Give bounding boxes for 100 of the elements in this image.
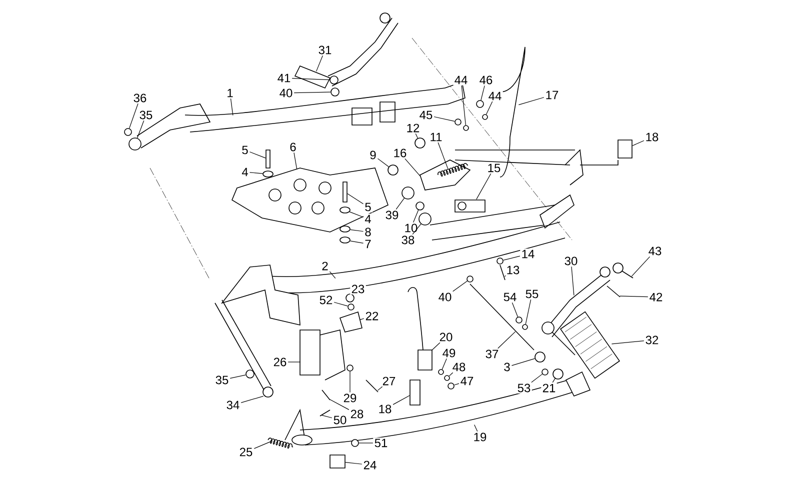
callout-number: 38	[400, 234, 416, 246]
callout-number: 22	[364, 310, 380, 322]
callout-number: 30	[563, 256, 579, 266]
leader-line	[350, 240, 364, 244]
washer	[438, 369, 444, 375]
callout-number: 24	[362, 460, 378, 470]
leader-line	[413, 210, 419, 223]
nut	[351, 439, 359, 447]
leader-line	[240, 396, 264, 403]
leader-line	[442, 358, 447, 370]
callout-number: 9	[368, 150, 378, 160]
callout-number: 27	[381, 376, 397, 386]
leader-line	[404, 158, 421, 177]
callout-number: 13	[505, 264, 521, 276]
leader-line	[230, 374, 246, 379]
leader-line	[249, 152, 266, 158]
pedal-link	[340, 311, 362, 332]
leader-line	[316, 55, 323, 72]
leader-line	[294, 152, 298, 170]
callout-number: 34	[225, 400, 241, 410]
leader-line	[350, 229, 364, 232]
leader-line	[438, 142, 448, 169]
leader-line	[254, 441, 272, 449]
callout-number: 18	[644, 132, 660, 142]
callout-number: 5	[240, 144, 250, 156]
leader-line	[631, 256, 650, 277]
washer	[388, 164, 398, 176]
washer	[262, 170, 274, 178]
callout-number: 50	[332, 414, 348, 426]
leader-line	[518, 97, 544, 106]
callout-number: 25	[238, 446, 254, 458]
leader-line	[334, 302, 348, 306]
leader-line	[230, 98, 234, 116]
bushing	[128, 138, 142, 150]
leader-line	[454, 383, 460, 386]
leader-line	[571, 266, 574, 296]
callout-number: 11	[428, 132, 444, 142]
leader-line	[531, 374, 543, 383]
callout-number: 32	[644, 334, 660, 346]
nut	[552, 368, 564, 380]
leader-line	[292, 78, 330, 80]
leader-line	[611, 340, 644, 344]
plate	[330, 454, 346, 468]
switch	[408, 287, 432, 370]
washer	[463, 125, 469, 131]
leader-line	[480, 85, 485, 101]
callout-number: 29	[342, 392, 358, 404]
callout-number: 54	[502, 292, 518, 302]
callout-number: 15	[486, 162, 502, 174]
callout-number: 28	[349, 408, 365, 420]
callout-number: 6	[288, 142, 298, 152]
callout-number: 1	[225, 88, 235, 98]
callout-number: 2	[320, 260, 330, 272]
leader-line	[498, 331, 516, 349]
callout-number: 26	[272, 356, 288, 368]
pivot-plate	[420, 160, 471, 190]
callout-number: 35	[214, 374, 230, 386]
leader-line	[461, 85, 466, 126]
leader-line	[431, 342, 440, 351]
washer	[124, 128, 132, 136]
callout-number: 42	[648, 292, 664, 302]
pivot-pin	[214, 300, 274, 398]
callout-number: 46	[478, 74, 494, 86]
callout-number: 36	[132, 92, 148, 104]
washer	[416, 202, 424, 210]
leader-line	[377, 158, 389, 168]
leader-line	[452, 280, 468, 292]
bushing	[402, 186, 414, 200]
leader-line	[329, 271, 336, 279]
leader-line	[632, 140, 644, 146]
callout-number: 18	[377, 404, 393, 414]
callout-number: 43	[647, 246, 663, 256]
callout-number: 51	[373, 438, 389, 448]
callout-number: 4	[240, 166, 250, 178]
leader-line	[396, 198, 405, 210]
leader-line	[136, 120, 144, 138]
leader-line	[415, 133, 418, 138]
nut	[476, 100, 484, 108]
heel-guard	[500, 46, 526, 178]
callout-number: 20	[438, 332, 454, 342]
callout-number: 17	[544, 90, 560, 100]
leader-line	[512, 302, 518, 318]
callout-number: 40	[437, 292, 453, 302]
nut	[516, 316, 522, 324]
callout-number: 48	[451, 362, 467, 372]
linkage-rod	[454, 200, 486, 212]
callout-number: 55	[524, 288, 540, 300]
leader-line	[249, 172, 263, 174]
callout-number: 44	[487, 90, 503, 102]
leader-line	[511, 358, 536, 366]
footrest-bar	[284, 371, 591, 446]
leader-line	[448, 372, 454, 376]
callout-number: 47	[459, 376, 475, 386]
leader-line	[359, 318, 364, 320]
spring	[268, 438, 294, 449]
foot-peg	[618, 140, 632, 158]
washer	[346, 364, 354, 372]
callout-number: 8	[363, 226, 373, 238]
bushing	[418, 212, 432, 226]
callout-number: 12	[405, 122, 421, 134]
